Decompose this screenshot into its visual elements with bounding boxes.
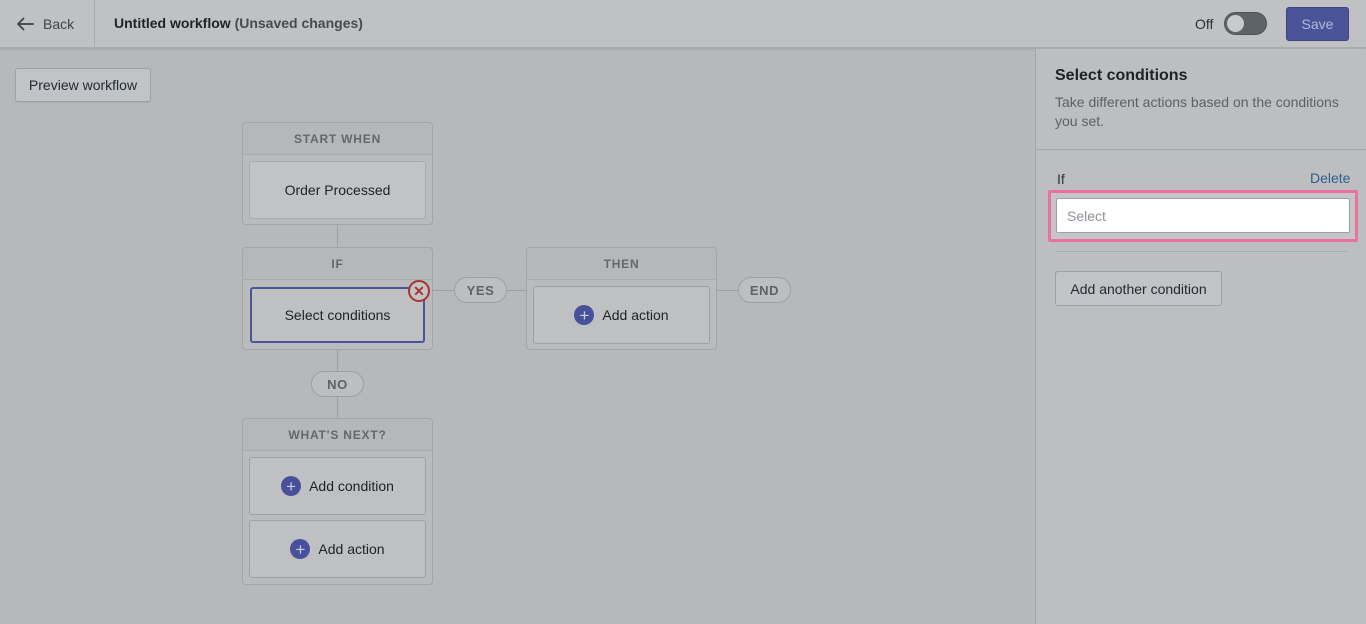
panel-header: Select conditions Take different actions… [1036,49,1366,150]
if-node: IF Select conditions [242,247,433,350]
select-placeholder: Select [1067,207,1106,224]
highlight-outline: Select [1048,190,1358,242]
divider [1055,251,1347,252]
add-another-condition-button[interactable]: Add another condition [1055,271,1222,306]
yes-label: YES [454,277,507,303]
select-conditions-card[interactable]: Select conditions [250,287,425,343]
top-bar: Back Untitled workflow (Unsaved changes)… [0,0,1366,48]
next-add-action-card[interactable]: + Add action [249,520,426,578]
conditions-panel: Select conditions Take different actions… [1035,49,1366,624]
then-add-action-label: Add action [602,307,669,323]
panel-title: Select conditions [1055,67,1188,84]
connector-start-if [337,225,338,247]
whats-next-node: WHAT'S NEXT? + Add condition + Add actio… [242,418,433,585]
panel-description: Take different actions based on the cond… [1055,94,1339,129]
toggle-status-label: Off [1195,16,1214,32]
workflow-name: Untitled workflow [114,15,231,31]
select-conditions-label: Select conditions [284,307,391,323]
save-button[interactable]: Save [1286,7,1349,41]
no-label: NO [311,371,364,397]
if-label: If [1057,171,1065,187]
preview-workflow-button[interactable]: Preview workflow [15,68,151,102]
workflow-title: Untitled workflow (Unsaved changes) [114,15,363,31]
delete-condition-link[interactable]: Delete [1310,170,1351,186]
error-close-icon[interactable]: ✕ [408,280,430,302]
connector-then-end [716,290,738,291]
condition-select[interactable]: Select [1056,198,1350,233]
add-condition-label: Add condition [309,478,394,494]
start-when-header: START WHEN [243,123,432,155]
then-node: THEN + Add action [526,247,717,350]
whats-next-header: WHAT'S NEXT? [243,419,432,451]
back-label: Back [43,16,75,32]
plus-icon: + [281,476,302,496]
if-header: IF [243,248,432,280]
arrow-left-icon [17,17,34,31]
next-add-action-label: Add action [318,541,385,557]
plus-icon: + [574,305,595,325]
plus-icon: + [290,539,311,559]
connector-if-no [337,349,338,371]
trigger-label: Order Processed [284,182,391,198]
unsaved-indicator: (Unsaved changes) [234,15,363,31]
connector-yes-then [506,290,526,291]
then-header: THEN [527,248,716,280]
start-when-node: START WHEN Order Processed [242,122,433,225]
back-button[interactable]: Back [0,0,95,48]
connector-no-next [337,396,338,418]
end-label: END [738,277,791,303]
connector-if-yes [432,290,454,291]
toggle-knob [1227,15,1244,32]
trigger-card[interactable]: Order Processed [249,161,426,219]
then-add-action-card[interactable]: + Add action [533,286,710,344]
workflow-enabled-toggle[interactable] [1224,12,1267,35]
add-condition-card[interactable]: + Add condition [249,457,426,515]
